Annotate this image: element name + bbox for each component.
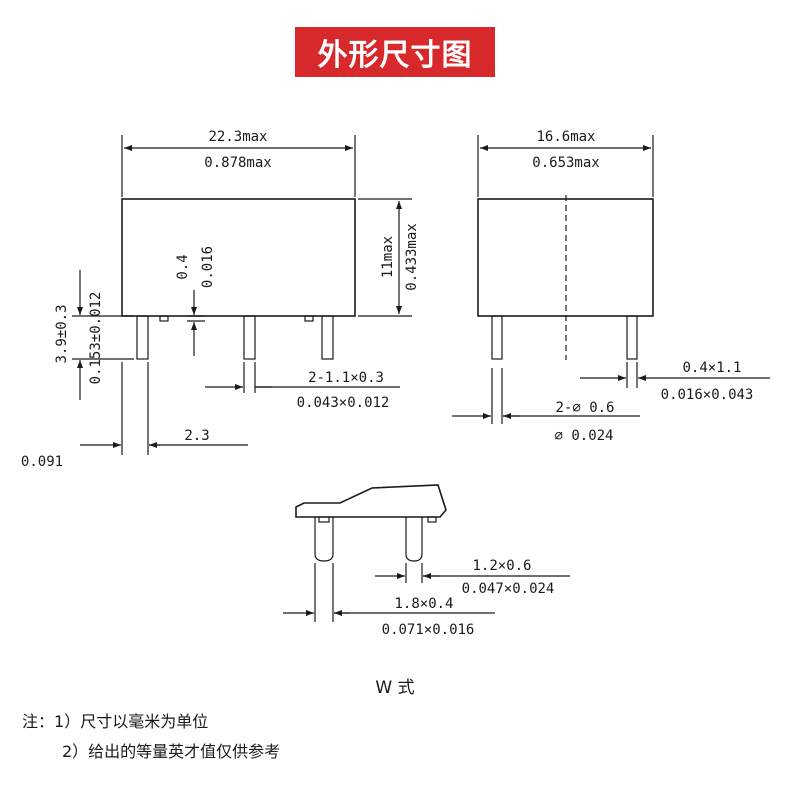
front-pin-mid (243, 315, 256, 360)
front-view-body (121, 198, 356, 317)
front-pin-left (136, 315, 149, 360)
w-pin1-mm-label: 1.2×0.6 (472, 558, 531, 574)
pitch-in-label: 0.091 (21, 454, 63, 470)
page-title: 外形尺寸图 (295, 27, 495, 77)
side-pin-in-label: 0.016×0.043 (661, 387, 754, 403)
height-mm-label: 11max (380, 236, 396, 278)
side-pin-mm-label: 0.4×1.1 (682, 360, 741, 376)
note-2: 2）给出的等量英才值仅供参考 (62, 742, 281, 761)
side-pin-left (491, 315, 503, 360)
width-mm-label: 22.3max (208, 129, 267, 145)
depth-mm-label: 16.6max (536, 129, 595, 145)
w-pin-right (405, 517, 423, 562)
round-pin-in-label: ∅ 0.024 (554, 428, 613, 444)
w-pin-left (314, 517, 334, 562)
gap-mm-label: 0.4 (175, 254, 191, 279)
notes-prefix: 注： (22, 712, 55, 731)
w-style-body (295, 484, 447, 518)
pin-size-in-label: 0.043×0.012 (297, 395, 390, 411)
depth-in-label: 0.653max (532, 155, 599, 171)
note-1: 1）尺寸以毫米为单位 (54, 712, 209, 731)
w-pin2-mm-label: 1.8×0.4 (394, 596, 453, 612)
w-style-label: W 式 (375, 678, 414, 698)
gap-in-label: 0.016 (200, 246, 216, 288)
pin-size-mm-label: 2-1.1×0.3 (308, 370, 384, 386)
w-pin1-in-label: 0.047×0.024 (462, 581, 555, 597)
round-pin-mm-label: 2-∅ 0.6 (555, 400, 614, 416)
width-in-label: 0.878max (204, 155, 271, 171)
pitch-mm-label: 2.3 (184, 428, 209, 444)
height-in-label: 0.433max (404, 223, 420, 290)
front-pin-right (321, 315, 334, 360)
notes-line-1: 注：1）尺寸以毫米为单位 (22, 708, 208, 732)
pin-length-mm-label: 3.9±0.3 (54, 304, 70, 363)
side-pin-right (626, 315, 638, 360)
w-pin2-in-label: 0.071×0.016 (382, 622, 475, 638)
pin-length-in-label: 0.153±0.012 (88, 292, 104, 385)
